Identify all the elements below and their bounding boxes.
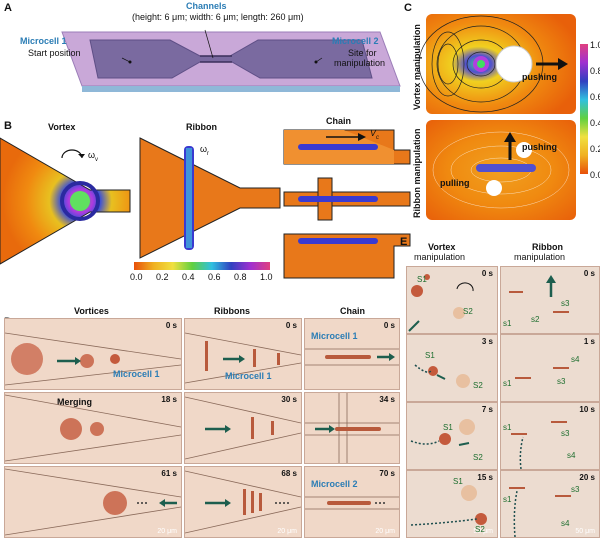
pushing-label-2: pushing	[522, 142, 557, 152]
panel-e-label: E	[400, 236, 408, 248]
e-vortex-sub: manipulation	[414, 252, 466, 262]
panel-e: Vortex manipulation Ribbon manipulation …	[404, 232, 600, 538]
pushing-label-1: pushing	[522, 72, 557, 82]
microcell2-sub2: manipulation	[334, 58, 386, 68]
colorbar-b-ticks: 0.0 0.2 0.4 0.6 0.8 1.0	[130, 272, 273, 282]
vortex-rotation-arrow	[61, 149, 85, 159]
pulling-label: pulling	[440, 178, 470, 188]
e-vortex-frame-0: 0 s S1 S2	[406, 266, 498, 334]
e-vortex-frame-15: 15 s 50 μm S1 S2	[406, 470, 498, 538]
chain-title: Chain	[326, 116, 352, 126]
e-vortex-frame-7: 7 s S1 S2	[406, 402, 498, 470]
omega-r-label: ωr	[200, 144, 210, 157]
channels-dims: (height: 6 μm; width: 6 μm; length: 260 …	[132, 12, 304, 22]
chain-velocity-arrow	[326, 133, 366, 141]
chain-frame-34: 34 s	[304, 392, 400, 464]
vortices-frame-61: 61 s 20 μm	[4, 466, 182, 538]
colorbar-c-ticks: 1.0 0.8 0.6 0.4 0.2 0.0	[590, 40, 600, 180]
panel-c: Vortex manipulation Ribbon manipulation	[410, 0, 600, 225]
microfluidic-chip-illustration	[61, 29, 401, 92]
microcell1-title: Microcell 1	[20, 36, 67, 46]
microcell2-sub1: Site for	[348, 48, 377, 58]
vortices-frame-18: 18 s Merging	[4, 392, 182, 464]
ribbons-frame-30: 30 s	[184, 392, 302, 464]
vortex-simulation	[0, 137, 131, 265]
colorbar-c	[580, 44, 588, 174]
e-ribbon-title: Ribbon	[532, 242, 563, 252]
e-vortex-title: Vortex	[428, 242, 456, 252]
ribbons-title: Ribbons	[214, 306, 250, 316]
e-ribbon-frame-1: 1 s s1 s3 s4	[500, 334, 600, 402]
chain-simulations	[283, 129, 411, 279]
ribbon-simulation	[139, 137, 281, 259]
vortex-manip-field	[418, 14, 576, 114]
ribbon-manip-label: Ribbon manipulation	[412, 128, 422, 219]
ribbon-manip-field	[426, 120, 576, 220]
ribbon-title: Ribbon	[186, 122, 217, 132]
vc-label: Vc	[370, 128, 380, 141]
ribbons-frame-68: 68 s 20 μm	[184, 466, 302, 538]
e-ribbon-sub: manipulation	[514, 252, 566, 262]
e-ribbon-frame-20: 20 s 50 μm s1 s3 s4	[500, 470, 600, 538]
channels-title: Channels	[186, 1, 227, 11]
vortex-title: Vortex	[48, 122, 76, 132]
panel-a-label: A	[4, 2, 12, 14]
vortices-title: Vortices	[74, 306, 109, 316]
chain-frame-0: 0 s Microcell 1	[304, 318, 400, 390]
microcell2-title: Microcell 2	[332, 36, 379, 46]
chain-title-d: Chain	[340, 306, 366, 316]
vortex-manip-label: Vortex manipulation	[412, 24, 422, 110]
microcell1-sub: Start position	[28, 48, 81, 58]
e-ribbon-frame-10: 10 s s1 s3 s4	[500, 402, 600, 470]
omega-v-label: ωv	[88, 150, 99, 163]
vortices-frame-0: 0 s Microcell 1	[4, 318, 182, 390]
panel-a: Channels (height: 6 μm; width: 6 μm; len…	[0, 0, 410, 112]
ribbons-frame-0: 0 s Microcell 1	[184, 318, 302, 390]
panel-b: Vortex Ribbon Chain ωv ωr	[0, 112, 411, 312]
e-vortex-frame-3: 3 s S1 S2	[406, 334, 498, 402]
panel-d: Vortices Ribbons Chain ωv 0 s Microcell …	[0, 300, 400, 538]
panel-c-label: C	[404, 2, 412, 14]
chain-frame-70: 70 s Microcell 2 20 μm	[304, 466, 400, 538]
colorbar-b	[134, 262, 270, 270]
e-ribbon-frame-0: 0 s s1 s2 s3	[500, 266, 600, 334]
panel-b-label: B	[4, 120, 12, 132]
